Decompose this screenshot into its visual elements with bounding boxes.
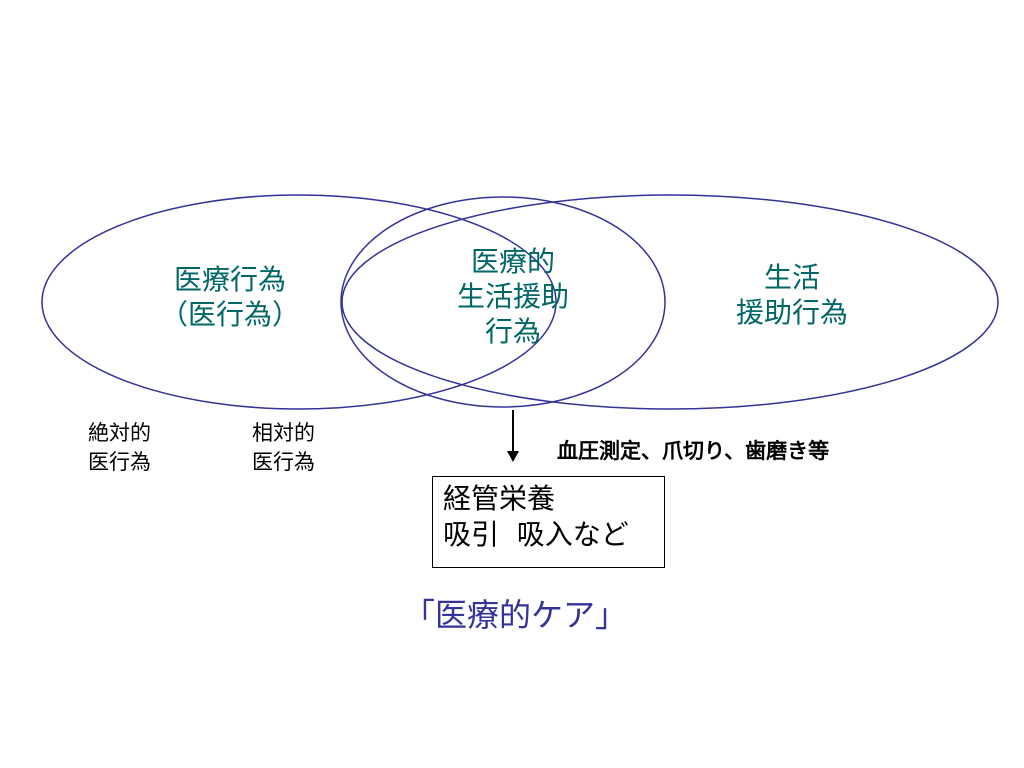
left-ellipse — [41, 194, 557, 410]
center-circle-label: 医療的 生活援助 行為 — [456, 245, 569, 348]
down-arrow-head — [507, 451, 519, 462]
examples-label: 血圧測定、爪切り、歯磨き等 — [557, 439, 830, 463]
medical-care-title: 「医療的ケア」 — [402, 596, 627, 634]
medical-care-box: 経管栄養 吸引 吸入など — [432, 476, 665, 568]
right-circle-label: 生活 援助行為 — [735, 261, 848, 329]
medical-care-box-text: 経管栄養 吸引 吸入など — [443, 482, 629, 552]
absolute-medical-act-label: 絶対的 医行為 — [88, 421, 151, 475]
relative-medical-act-label: 相対的 医行為 — [252, 421, 315, 475]
right-ellipse — [341, 194, 999, 410]
center-ellipse — [340, 196, 666, 408]
left-circle-label: 医療行為 （医行為） — [159, 263, 300, 331]
